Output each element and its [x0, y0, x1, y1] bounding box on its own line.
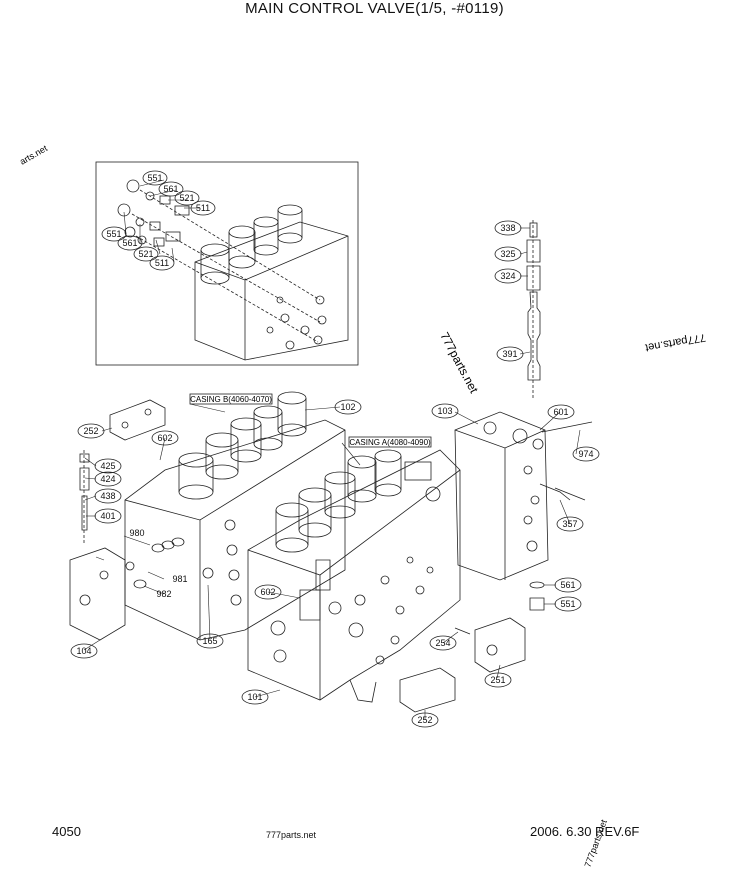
- callout-label: 325: [500, 249, 515, 259]
- callout-label: 251: [490, 675, 505, 685]
- callout-ovals: [70, 170, 600, 728]
- callout-label: 324: [500, 271, 515, 281]
- leader-lines: [83, 179, 581, 720]
- callout-label: 974: [578, 449, 593, 459]
- casing-b-block: [124, 391, 346, 641]
- watermark: 777parts.net: [437, 330, 481, 396]
- callout-label: 254: [435, 638, 450, 648]
- callout-label: 401: [100, 511, 115, 521]
- callout-label: 425: [100, 461, 115, 471]
- callout-label: 601: [553, 407, 568, 417]
- callout-label: 252: [83, 426, 98, 436]
- casing-b-label-box: [189, 393, 273, 405]
- callout-label: 602: [157, 433, 172, 443]
- callout-label: 561: [163, 184, 178, 194]
- inset-ports: [266, 295, 327, 350]
- casing-a-block: [247, 449, 461, 703]
- casing-b-label: CASING B(4060-4070): [190, 395, 272, 404]
- callout-label: 424: [100, 474, 115, 484]
- page-number: 4050: [52, 824, 81, 839]
- date-revision: 2006. 6.30 REV.6F: [530, 824, 640, 839]
- inset-frame: [95, 161, 359, 366]
- cover-104: [69, 547, 126, 641]
- exploded-spool-stack: [526, 220, 541, 400]
- callout-label: 981: [172, 574, 187, 584]
- callout-label: 551: [106, 229, 121, 239]
- inset-spool-caps: [200, 204, 303, 285]
- callout-label: 980: [129, 528, 144, 538]
- page-title: MAIN CONTROL VALVE(1/5, -#0119): [245, 0, 504, 17]
- callout-label: 101: [247, 692, 262, 702]
- cover-252-bottom: [399, 667, 456, 713]
- callout-label: 511: [196, 203, 210, 213]
- block-103: [454, 411, 593, 611]
- inset-valve-block: [194, 221, 349, 361]
- callout-label: 521: [179, 193, 194, 203]
- cover-251: [474, 617, 526, 673]
- footer-watermark: 777parts.net: [266, 830, 317, 840]
- callout-label: 104: [76, 646, 91, 656]
- callout-label: 252: [417, 715, 432, 725]
- callout-label: 391: [502, 349, 517, 359]
- casing-a-spool-caps: [275, 449, 402, 553]
- callout-label: 561: [560, 580, 575, 590]
- watermark: 777parts.net: [644, 331, 706, 353]
- callout-label: 338: [500, 223, 515, 233]
- callout-label: 521: [138, 249, 153, 259]
- callout-label: 551: [147, 173, 162, 183]
- callout-label: 561: [122, 238, 137, 248]
- casing-a-label-box: [348, 436, 432, 448]
- inset-exploded-parts: [117, 179, 321, 343]
- callout-label: 602: [260, 587, 275, 597]
- callout-label: 511: [155, 258, 169, 268]
- callout-labels: 551 561 521 511 551 561 521 511 338 325 …: [76, 173, 593, 725]
- callout-label: 357: [562, 519, 577, 529]
- cover-252-top: [109, 399, 166, 441]
- fitting-254: [454, 627, 471, 635]
- callout-label: 438: [100, 491, 115, 501]
- casing-a-label: CASING A(4080-4090): [349, 438, 431, 447]
- callout-label: 103: [437, 406, 452, 416]
- callout-label: 551: [560, 599, 575, 609]
- relief-valve-stack: [79, 450, 90, 545]
- watermark: arts.net: [18, 143, 49, 167]
- callout-label: 165: [202, 636, 217, 646]
- casing-b-spool-caps: [178, 391, 307, 500]
- callout-label: 982: [156, 589, 171, 599]
- callout-label: 102: [340, 402, 355, 412]
